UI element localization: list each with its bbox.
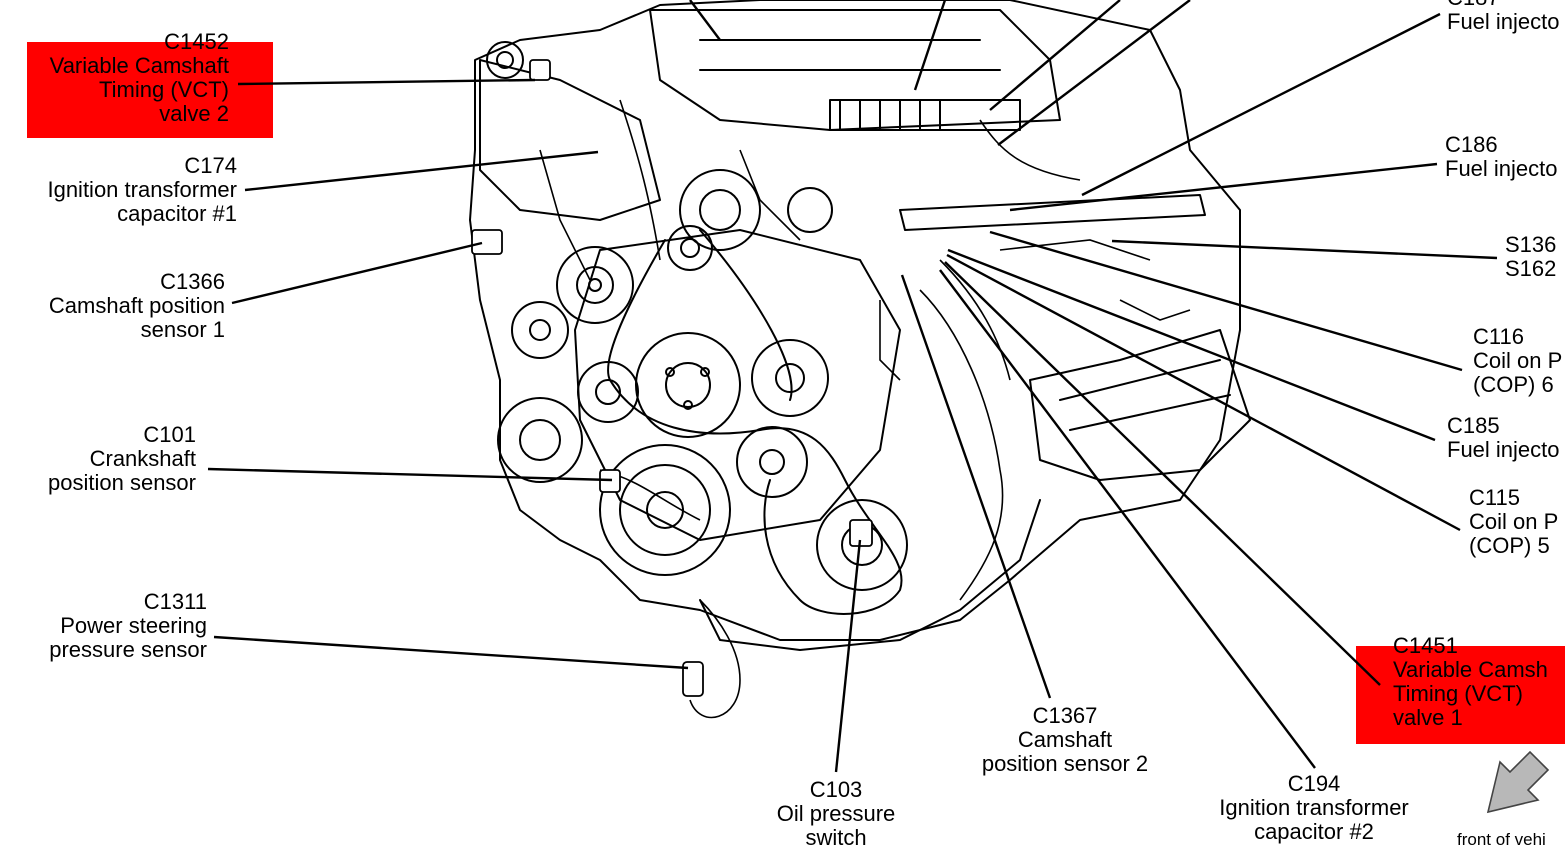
callout-c103: C103 Oil pressure switch <box>756 778 916 850</box>
callout-code: C103 <box>809 777 863 802</box>
highlight-box-c1452 <box>27 42 273 138</box>
callout-text: Fuel injecto <box>1447 9 1560 34</box>
callout-text: pressure sensor <box>49 637 207 662</box>
callout-code: C1367 <box>1032 703 1098 728</box>
callout-text: position sensor <box>48 470 196 495</box>
callout-c186: C186 Fuel injecto <box>1445 133 1558 181</box>
callout-text: S162 <box>1505 256 1557 281</box>
callout-c1311: C1311 Power steering pressure sensor <box>49 590 207 662</box>
callout-code: C185 <box>1447 413 1500 438</box>
callout-c1366: C1366 Camshaft position sensor 1 <box>49 270 225 342</box>
callout-text: Variable Camshaft <box>49 53 229 78</box>
callout-text: Oil pressure <box>776 801 896 826</box>
callout-text: Crankshaft <box>89 446 196 471</box>
callout-code: C186 <box>1445 132 1498 157</box>
wiring-details <box>539 99 1191 719</box>
callout-code: C101 <box>143 422 196 447</box>
callout-text: (COP) 6 <box>1473 372 1554 397</box>
callout-text: capacitor #1 <box>117 201 237 226</box>
callout-code: C1366 <box>160 269 225 294</box>
callout-c115: C115 Coil on P (COP) 5 <box>1469 486 1558 558</box>
arrow-down-left-icon <box>1486 750 1550 814</box>
callout-text: Timing (VCT) <box>99 77 229 102</box>
callout-c1451: C1451 Variable Camsh Timing (VCT) valve … <box>1393 634 1548 730</box>
callout-text: valve 2 <box>159 101 229 126</box>
callout-text: Ignition transformer <box>47 177 237 202</box>
callout-text: Fuel injecto <box>1447 437 1560 462</box>
callout-text: Ignition transformer <box>1219 795 1409 820</box>
callout-text: Fuel injecto <box>1445 156 1558 181</box>
highlight-box-c1451 <box>1356 646 1565 744</box>
callout-c185: C185 Fuel injecto <box>1447 414 1560 462</box>
callout-c1367: C1367 Camshaft position sensor 2 <box>955 704 1175 776</box>
callout-c174: C174 Ignition transformer capacitor #1 <box>47 154 237 226</box>
pulleys <box>486 41 908 591</box>
callout-c1452: C1452 Variable Camshaft Timing (VCT) val… <box>50 30 229 126</box>
callout-text: Timing (VCT) <box>1393 681 1523 706</box>
leader-lines <box>207 0 1498 773</box>
engine-outline <box>469 0 1251 651</box>
callout-code: C1452 <box>164 29 229 54</box>
callout-c194: C194 Ignition transformer capacitor #2 <box>1195 772 1433 844</box>
callout-c101: C101 Crankshaft position sensor <box>48 423 196 495</box>
callout-text: valve 1 <box>1393 705 1463 730</box>
front-of-vehicle-caption: front of vehi <box>1457 830 1546 849</box>
callout-text: switch <box>805 825 867 850</box>
callout-code: C187 <box>1447 0 1560 10</box>
callout-text: capacitor #2 <box>1254 819 1374 844</box>
callout-s136: S136 S162 <box>1505 233 1556 281</box>
callout-code: C116 <box>1473 324 1524 349</box>
callout-text: Variable Camsh <box>1393 657 1548 682</box>
callout-text: sensor 1 <box>140 317 225 342</box>
callout-code: S136 <box>1505 232 1557 257</box>
callout-code: C1311 <box>143 589 207 614</box>
callout-text: Coil on P <box>1473 348 1563 373</box>
callout-text: Coil on P <box>1469 509 1559 534</box>
callout-c187: C187 Fuel injecto <box>1447 0 1560 34</box>
callout-text: position sensor 2 <box>981 751 1149 776</box>
callout-text: Power steering <box>60 613 207 638</box>
callout-code: C174 <box>184 153 237 178</box>
callout-text: Camshaft position <box>48 293 225 318</box>
callout-c116: C116 Coil on P (COP) 6 <box>1473 325 1562 397</box>
callout-code: C1451 <box>1393 633 1458 658</box>
callout-text: (COP) 5 <box>1469 533 1550 558</box>
callout-code: C194 <box>1287 771 1341 796</box>
callout-text: Camshaft <box>1017 727 1113 752</box>
callout-code: C115 <box>1469 485 1520 510</box>
sensor-bodies <box>471 59 873 697</box>
